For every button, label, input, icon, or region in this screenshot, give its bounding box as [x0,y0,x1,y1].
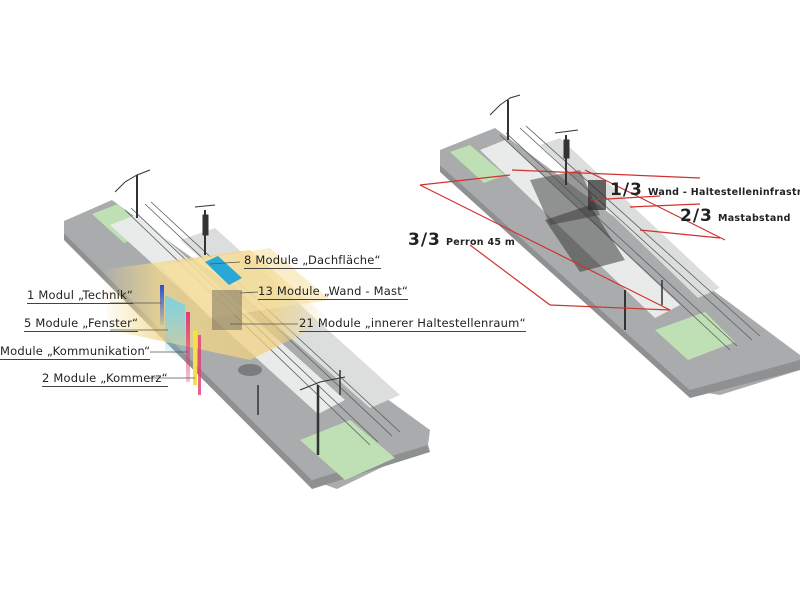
label-mastabstand: 2/3 Mastabstand [680,206,791,226]
label-technik: 1 Modul „Technik“ [27,288,134,304]
roof-modules [205,256,242,285]
label-haltestellenraum: 21 Module „innerer Haltestellenraum“ [299,316,526,332]
left-street-model [64,169,430,489]
street-lamp-icon [554,129,579,185]
perron-note: Perron 45 m [445,237,516,248]
shelter [545,205,625,272]
street-lamp-icon [257,370,341,415]
label-dachflaeche: 8 Module „Dachfläche“ [244,253,381,269]
catenary-pole-icon [114,169,151,218]
right-street-model [419,94,800,398]
label-wand-infrastruktur: 1/3 Wand - Haltestelleninfrastruk [610,180,800,200]
label-wand-mast: 13 Module „Wand - Mast“ [258,284,409,300]
perron-fraction: 3/3 [408,230,441,250]
street-lamp-icon [194,204,216,255]
mast-fraction: 2/3 [680,206,713,226]
window-module-panel [165,295,185,360]
label-fenster: 5 Module „Fenster“ [24,316,139,332]
catenary-pole-icon [489,94,521,140]
mast-note: Mastabstand [717,213,791,224]
green-strip [450,145,505,183]
wall-note: Wand - Haltestelleninfrastruk [647,187,800,198]
technik-module-bar [160,285,164,325]
catenary-pole-icon [299,376,346,455]
label-kommunikation: Module „Kommunikation“ [0,344,151,360]
label-perron: 3/3 Perron 45 m [408,230,515,250]
green-strip [300,420,395,480]
commerce-module-bar [193,330,197,385]
communication-module-bar [186,312,190,382]
measurement-lines [419,169,726,311]
label-kommerz: 2 Module „Kommerz“ [42,371,168,387]
wall-fraction: 1/3 [610,180,643,200]
green-strip [655,312,735,360]
